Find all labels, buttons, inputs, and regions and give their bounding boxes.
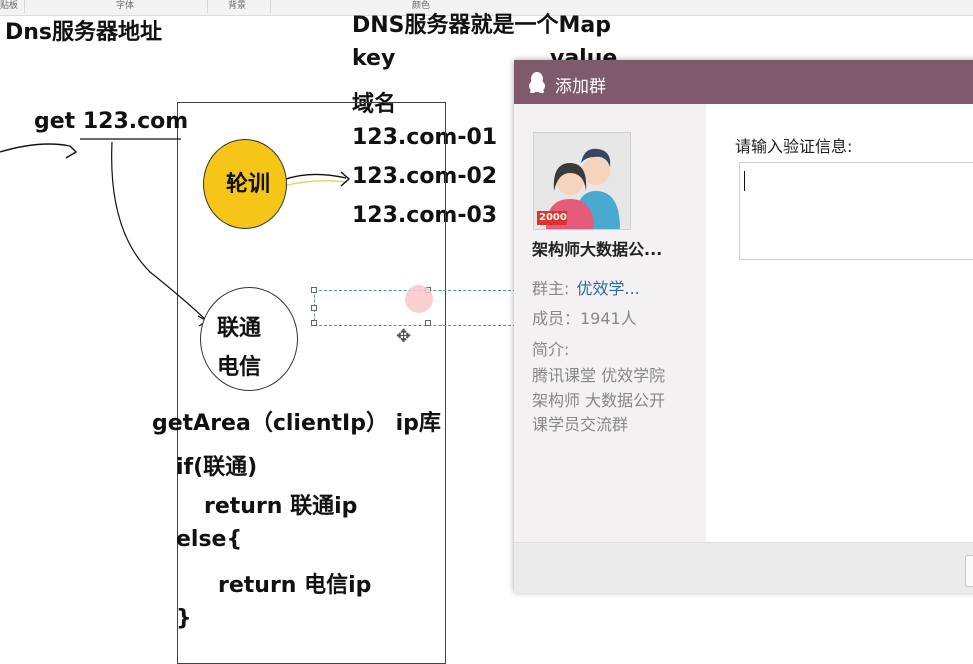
code-line: } bbox=[176, 606, 192, 631]
isp-circle bbox=[200, 287, 298, 391]
arrow-highlight bbox=[283, 179, 348, 187]
code-line: if(联通) bbox=[176, 455, 258, 480]
intro-label: 简介: bbox=[532, 340, 570, 359]
code-line: return 联通ip bbox=[204, 494, 358, 519]
arrowhead-entry bbox=[340, 171, 351, 187]
map-entry: 123.com-02 bbox=[352, 164, 498, 189]
verify-message-input[interactable] bbox=[739, 162, 973, 260]
hand-drawn-lines bbox=[0, 138, 351, 327]
dialog-title: 添加群 bbox=[555, 77, 606, 97]
liantong-label: 联通 bbox=[217, 316, 262, 341]
resize-handle[interactable] bbox=[311, 320, 317, 326]
ribbon-separator bbox=[207, 0, 208, 13]
request-text: get 123.com bbox=[34, 109, 189, 134]
penguin-icon bbox=[529, 72, 545, 93]
intro-line: 腾讯课堂 优效学院 bbox=[532, 366, 666, 385]
map-title: DNS服务器就是一个Map bbox=[352, 13, 612, 38]
dns-title: Dns服务器地址 bbox=[5, 20, 163, 45]
intro-line: 架构师 大数据公开 bbox=[532, 391, 666, 410]
arrow-to-isp bbox=[111, 141, 207, 321]
intro-line: 课学员交流群 bbox=[532, 415, 629, 434]
owner-row: 群主: 优效学... bbox=[532, 275, 640, 299]
add-group-dialog: 添加群 2000 架构师大数据公... 群主: 优效学... 成员：1941人 … bbox=[514, 60, 973, 593]
cursor-highlight bbox=[405, 285, 433, 313]
group-avatar: 2000 bbox=[533, 132, 631, 230]
domain-label: 域名 bbox=[352, 92, 397, 117]
member-count: 成员：1941人 bbox=[532, 309, 637, 328]
dianxin-label: 电信 bbox=[217, 355, 262, 380]
resize-handle[interactable] bbox=[425, 320, 431, 326]
arrow-to-entry bbox=[282, 173, 347, 181]
ribbon-group-label: 颜色 bbox=[412, 1, 431, 11]
lunxun-label: 轮训 bbox=[226, 172, 271, 197]
footer-button[interactable] bbox=[965, 555, 973, 587]
map-entry: 123.com-03 bbox=[352, 203, 498, 228]
group-avatar-icon bbox=[537, 148, 620, 229]
code-line: getArea（clientIp） ip库 bbox=[152, 411, 441, 436]
dialog-footer bbox=[514, 542, 973, 593]
ribbon-strip: 贴板 字体 背景 颜色 bbox=[0, 0, 973, 16]
group-name: 架构师大数据公... bbox=[532, 240, 663, 259]
resize-handle[interactable] bbox=[311, 305, 317, 311]
avatar-badge: 2000 bbox=[539, 212, 567, 223]
ribbon-group-label: 字体 bbox=[116, 1, 135, 11]
key-label: key bbox=[352, 46, 396, 71]
map-entry: 123.com-01 bbox=[352, 125, 498, 150]
arrow-request bbox=[0, 143, 78, 159]
ribbon-group-label: 贴板 bbox=[0, 1, 19, 11]
dialog-title-bar[interactable]: 添加群 bbox=[514, 60, 973, 104]
owner-link[interactable]: 优效学... bbox=[576, 279, 640, 298]
resize-handle[interactable] bbox=[311, 287, 317, 293]
ribbon-group-label: 背景 bbox=[228, 1, 247, 11]
text-caret bbox=[744, 171, 745, 191]
owner-label: 群主: bbox=[532, 279, 570, 298]
ribbon-separator bbox=[24, 0, 25, 13]
ribbon-separator bbox=[270, 0, 271, 13]
verify-label: 请输入验证信息: bbox=[735, 137, 853, 156]
lunxun-circle bbox=[203, 139, 287, 229]
code-line: else{ bbox=[176, 527, 243, 552]
code-line: return 电信ip bbox=[218, 573, 372, 598]
move-cursor-icon: ✥ bbox=[396, 326, 412, 347]
